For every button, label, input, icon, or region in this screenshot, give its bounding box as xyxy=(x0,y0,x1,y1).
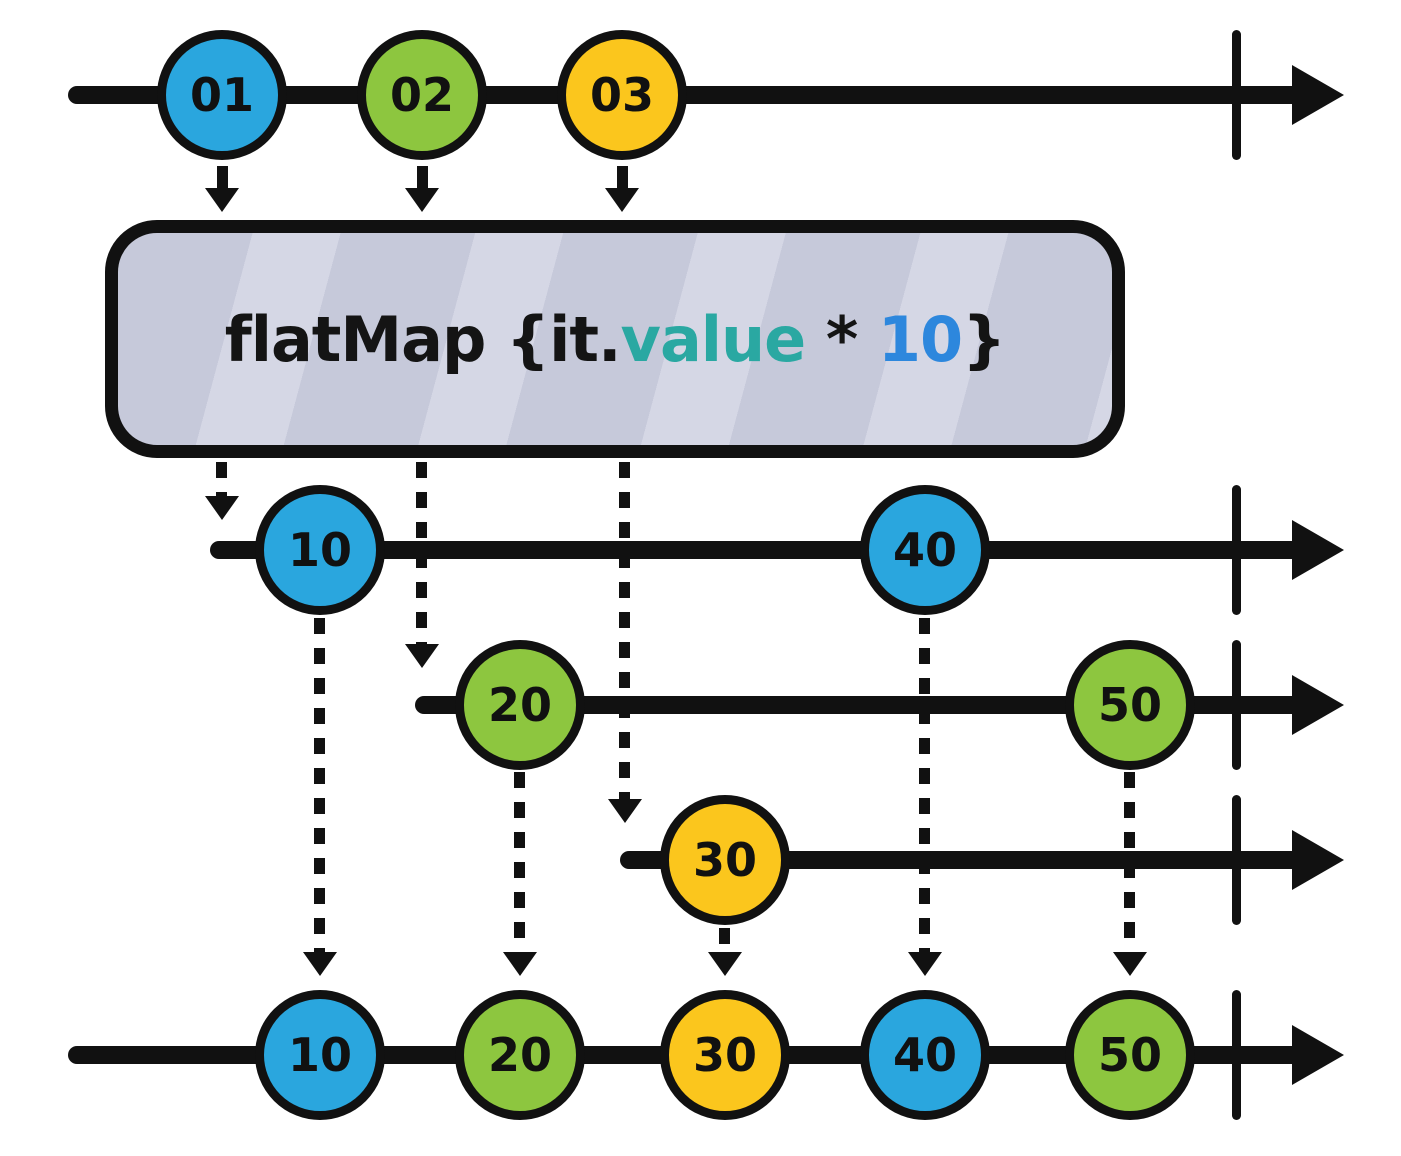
source-to-operator-arrow-2-stem xyxy=(417,166,428,190)
inner2-50-to-output-connector-head xyxy=(1113,952,1147,976)
output-marble-50: 50 xyxy=(1065,990,1195,1120)
operator-text-part: value xyxy=(620,302,807,376)
source-marble-02: 02 xyxy=(357,30,487,160)
inner-stream2-arrowhead xyxy=(1292,675,1344,735)
output-marble-40: 40 xyxy=(860,990,990,1120)
inner-stream3-line xyxy=(620,851,1310,869)
inner3-30-to-output-connector-head xyxy=(708,952,742,976)
output-marble-20: 20 xyxy=(455,990,585,1120)
inner3-marble-30: 30 xyxy=(660,795,790,925)
inner1-10-to-output-connector-head xyxy=(303,952,337,976)
inner1-40-to-output-connector-stem xyxy=(919,618,930,954)
operator-text-part: * xyxy=(805,302,878,376)
output-timeline-arrowhead xyxy=(1292,1025,1344,1085)
source-to-operator-arrow-3-stem xyxy=(617,166,628,190)
inner3-30-to-output-connector-stem xyxy=(719,928,730,954)
source-marble-03: 03 xyxy=(557,30,687,160)
source-to-operator-arrow-3-head xyxy=(605,188,639,212)
source-to-operator-arrow-1-stem xyxy=(217,166,228,190)
operator-expression: flatMap {it. value * 10 } xyxy=(224,302,1007,376)
output-marble-10: 10 xyxy=(255,990,385,1120)
inner-stream1-line xyxy=(210,541,1310,559)
inner1-marble-10: 10 xyxy=(255,485,385,615)
inner-stream2-end-tick xyxy=(1232,640,1241,770)
operator-text-part: 10 xyxy=(877,302,963,376)
source-marble-01: 01 xyxy=(157,30,287,160)
inner2-20-to-output-connector-head xyxy=(503,952,537,976)
source-to-operator-arrow-1-head xyxy=(205,188,239,212)
output-marble-30: 30 xyxy=(660,990,790,1120)
inner-stream1-end-tick xyxy=(1232,485,1241,615)
operator-text-part: } xyxy=(962,302,1006,376)
operator-text-part: flatMap {it. xyxy=(224,302,622,376)
inner1-marble-40: 40 xyxy=(860,485,990,615)
operator-to-inner1-connector-stem xyxy=(216,462,227,498)
operator-to-inner1-connector-head xyxy=(205,496,239,520)
inner2-20-to-output-connector-stem xyxy=(514,772,525,954)
inner-stream3-end-tick xyxy=(1232,795,1241,925)
source-timeline-arrowhead xyxy=(1292,65,1344,125)
operator-box: flatMap {it. value * 10 } xyxy=(105,220,1125,458)
inner-stream1-arrowhead xyxy=(1292,520,1344,580)
operator-to-inner3-connector-stem xyxy=(619,462,630,801)
inner1-10-to-output-connector-stem xyxy=(314,618,325,954)
inner1-40-to-output-connector-head xyxy=(908,952,942,976)
output-timeline-end-tick xyxy=(1232,990,1241,1120)
source-timeline-end-tick xyxy=(1232,30,1241,160)
source-to-operator-arrow-2-head xyxy=(405,188,439,212)
inner2-marble-50: 50 xyxy=(1065,640,1195,770)
inner-stream3-arrowhead xyxy=(1292,830,1344,890)
operator-to-inner3-connector-head xyxy=(608,799,642,823)
operator-to-inner2-connector-head xyxy=(405,644,439,668)
inner2-marble-20: 20 xyxy=(455,640,585,770)
